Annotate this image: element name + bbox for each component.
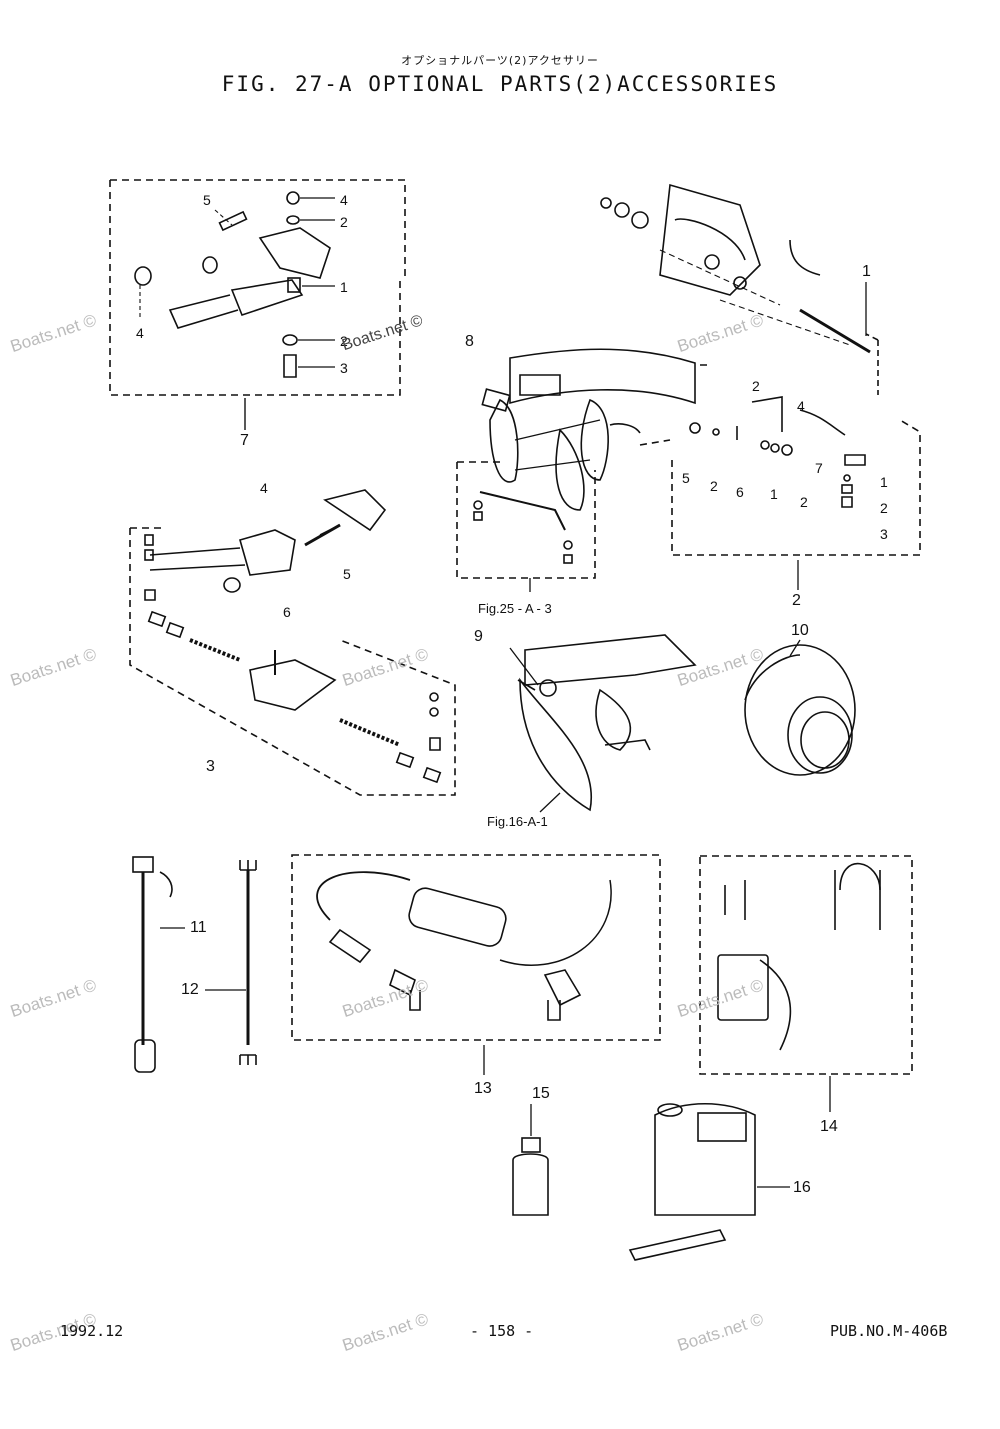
fig25-frame	[456, 461, 596, 579]
group-13-frame	[291, 854, 661, 1041]
lower-unit	[517, 634, 697, 812]
callout-7-4b: 4	[136, 325, 144, 341]
part-11-harness	[132, 856, 173, 1073]
group-2-frame	[639, 364, 921, 556]
callout-2-2b: 2	[710, 478, 718, 494]
group-3-parts	[144, 489, 442, 784]
callout-2-3: 3	[880, 526, 888, 542]
callout-13: 13	[474, 1080, 492, 1097]
callout-8: 8	[465, 333, 474, 350]
callout-3-4: 4	[260, 480, 268, 496]
reference-fig16: Fig.16-A-1	[487, 814, 548, 829]
reference-fig25: Fig.25 - A - 3	[478, 601, 552, 616]
callout-2-6: 6	[736, 484, 744, 500]
footer-publication-number: PUB.NO.M-406B	[830, 1322, 948, 1340]
group-1-parts	[600, 183, 879, 395]
group-3-frame	[129, 527, 456, 796]
callout-12: 12	[181, 981, 199, 998]
group-14-parts	[717, 862, 881, 1051]
callout-15: 15	[532, 1085, 550, 1102]
callout-2-4: 4	[797, 398, 805, 414]
fig25-parts	[473, 491, 573, 564]
callout-11: 11	[190, 919, 207, 936]
callout-1: 1	[862, 263, 871, 280]
footer-date: 1992.12	[60, 1322, 124, 1340]
part-15-bottle	[512, 1137, 549, 1216]
group-7-frame	[109, 179, 406, 396]
group-13-parts	[316, 871, 612, 1021]
diagram-title: FIG. 27-A OPTIONAL PARTS(2)ACCESSORIES	[221, 72, 779, 96]
callout-2-2c: 2	[800, 494, 808, 510]
callout-2-5: 5	[682, 470, 690, 486]
callout-7: 7	[240, 432, 249, 449]
callout-2-7: 7	[815, 460, 823, 476]
callout-7-2: 2	[340, 214, 348, 230]
group-7-parts	[134, 191, 335, 378]
callout-7-5: 5	[203, 192, 211, 208]
group-14-frame	[699, 855, 913, 1075]
callout-7-2b: 2	[340, 333, 348, 349]
callout-9: 9	[474, 628, 483, 645]
part-12-harness	[239, 860, 257, 1065]
callout-7-4: 4	[340, 192, 348, 208]
callout-3: 3	[206, 758, 215, 775]
callout-2-2a: 2	[752, 378, 760, 394]
callout-10: 10	[791, 622, 809, 639]
footer-page-number: - 158 -	[470, 1322, 534, 1340]
callout-2: 2	[792, 592, 801, 609]
diagram-subtitle-japanese: オプショナルパーツ(2)アクセサリー	[401, 54, 599, 67]
callout-2-1: 1	[770, 486, 778, 502]
center-engine-bracket	[481, 348, 696, 511]
callout-14: 14	[820, 1118, 838, 1135]
callout-7-3: 3	[340, 360, 348, 376]
part-16-can	[628, 1103, 756, 1261]
group-2-parts	[689, 396, 866, 508]
callout-2-1b: 1	[880, 474, 888, 490]
callout-16: 16	[793, 1179, 811, 1196]
part-10-cover	[744, 644, 856, 776]
callout-7-1: 1	[340, 279, 348, 295]
callout-3-5: 5	[343, 566, 351, 582]
callout-2-2d: 2	[880, 500, 888, 516]
callout-3-6: 6	[283, 604, 291, 620]
